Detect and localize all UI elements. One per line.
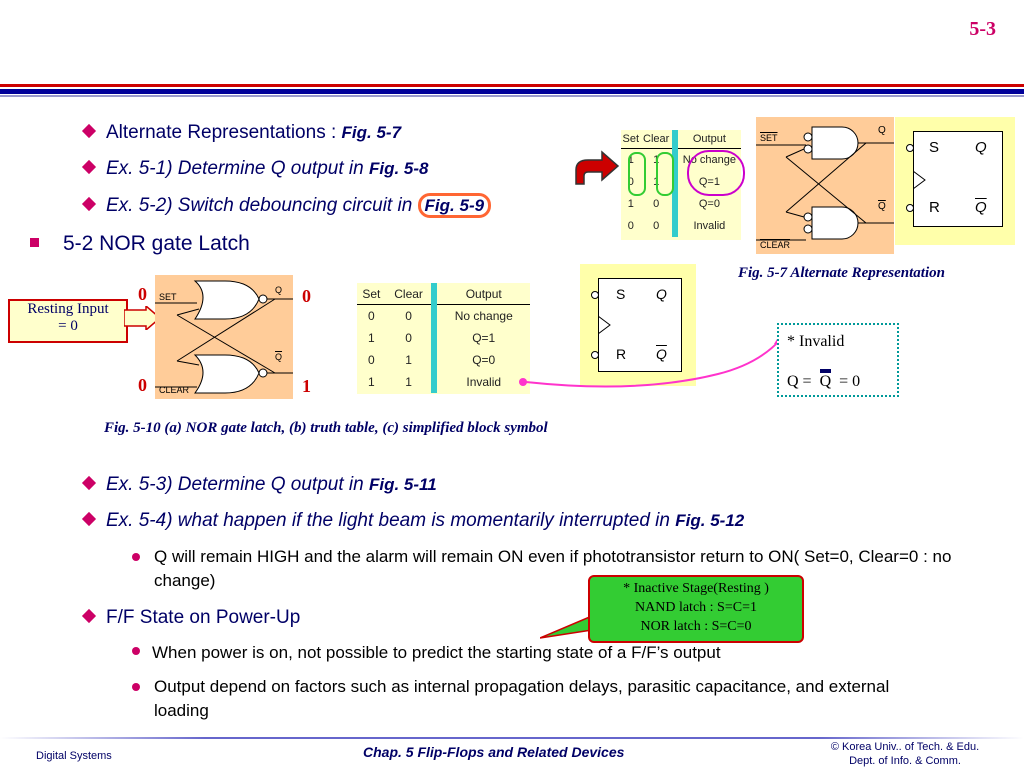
- fig-ref: Fig. 5-7: [341, 123, 402, 142]
- inversion-bubble: [906, 204, 914, 212]
- dot-bullet-icon: [132, 647, 140, 655]
- inversion-bubble: [906, 144, 914, 152]
- fig510-caption: Fig. 5-10 (a) NOR gate latch, (b) truth …: [104, 420, 548, 436]
- q-label: Q: [878, 125, 886, 136]
- output-qbar-value: 1: [302, 376, 311, 396]
- s-label: S: [929, 139, 940, 156]
- bullet-ex-5-3: Ex. 5-3) Determine Q output in Fig. 5-11: [81, 474, 437, 496]
- diamond-bullet-icon: [81, 196, 97, 212]
- dot-bullet-icon: [132, 553, 140, 561]
- footer-rule: [0, 737, 1024, 739]
- table-header: Set Clear Output: [621, 130, 741, 237]
- input-clear-value: 0: [138, 375, 147, 395]
- bullet-ex-5-4: Ex. 5-4) what happen if the light beam i…: [81, 510, 745, 532]
- r-label: R: [929, 199, 940, 216]
- output-q-value: 0: [302, 286, 311, 306]
- inversion-bubble: [591, 291, 599, 299]
- highlight-oval: [687, 150, 745, 196]
- qbar-label: Q: [656, 346, 667, 362]
- qbar-label: Q: [878, 201, 886, 212]
- bullet-alternate-representations: Alternate Representations : Fig. 5-7: [81, 122, 402, 144]
- fig57-gate-latch: SET CLEAR Q Q: [756, 117, 894, 254]
- diamond-bullet-icon: [81, 608, 97, 624]
- fig-ref: Fig. 5-12: [675, 511, 745, 530]
- highlight-oval: [656, 152, 674, 196]
- fig510-block-symbol: S R Q Q: [580, 264, 696, 386]
- bullet-power-up: F/F State on Power-Up: [81, 607, 300, 629]
- footer-center: Chap. 5 Flip-Flops and Related Devices: [363, 744, 625, 760]
- sub-bullet-output-depend: Output depend on factors such as interna…: [132, 675, 992, 723]
- fig-ref: Fig. 5-9: [417, 193, 492, 218]
- s-label: S: [616, 286, 626, 302]
- square-bullet-icon: [30, 238, 39, 247]
- gate-diagram: [155, 280, 293, 394]
- section-heading: 5-2 NOR gate Latch: [30, 232, 250, 256]
- inactive-stage-box: * Inactive Stage(Resting ) NAND latch : …: [588, 575, 804, 643]
- fig-ref: Fig. 5-11: [368, 475, 437, 494]
- ff-symbol-box: [598, 278, 682, 372]
- q-label: Q: [975, 139, 987, 156]
- dot-bullet-icon: [132, 683, 140, 691]
- set-label: SET: [760, 133, 778, 143]
- fig57-block-symbol: S R Q Q: [895, 117, 1015, 245]
- clear-label: CLEAR: [159, 385, 190, 395]
- table-header: Set Clear Output: [357, 283, 530, 393]
- diamond-bullet-icon: [81, 475, 97, 491]
- r-label: R: [616, 346, 627, 362]
- sub-bullet-q-remain-high: Q will remain HIGH and the alarm will re…: [132, 545, 992, 593]
- clock-triangle-icon: [598, 315, 611, 335]
- highlight-oval: [628, 152, 646, 196]
- callout-pointer: [540, 615, 592, 639]
- header-rule: [0, 84, 1024, 97]
- ff-symbol-box: [913, 131, 1003, 227]
- input-set-value: 0: [138, 284, 147, 304]
- set-label: SET: [159, 292, 177, 302]
- slide-number: 5-3: [969, 18, 996, 40]
- sub-bullet-power-on: When power is on, not possible to predic…: [132, 643, 721, 663]
- clock-triangle-icon: [913, 170, 926, 190]
- q-label: Q: [275, 285, 283, 295]
- curved-arrow-icon: [575, 150, 620, 185]
- diamond-bullet-icon: [81, 123, 97, 139]
- bullet-ex-5-2: Ex. 5-2) Switch debouncing circuit in Fi…: [81, 193, 492, 218]
- fig57-caption: Fig. 5-7 Alternate Representation: [738, 265, 945, 281]
- qbar-label: Q: [275, 352, 283, 362]
- qbar-label: Q: [975, 199, 987, 216]
- fig-ref: Fig. 5-8: [368, 159, 429, 178]
- resting-input-box: Resting Input = 0: [8, 299, 128, 343]
- inversion-bubble: [591, 351, 599, 359]
- pointer-arrow-icon: [124, 306, 160, 330]
- connector-arrow: [519, 334, 786, 388]
- invalid-note-box: * Invalid Q = Q = 0: [777, 323, 899, 397]
- q-label: Q: [656, 286, 667, 302]
- footer-right: © Korea Univ.. of Tech. & Edu. Dept. of …: [830, 741, 980, 767]
- fig510-gate-latch: SET CLEAR Q Q: [155, 275, 293, 399]
- diamond-bullet-icon: [81, 159, 97, 175]
- clear-label: CLEAR: [760, 240, 791, 250]
- gate-diagram: [756, 126, 894, 241]
- footer-left: Digital Systems: [36, 750, 112, 762]
- bullet-ex-5-1: Ex. 5-1) Determine Q output in Fig. 5-8: [81, 158, 429, 180]
- diamond-bullet-icon: [81, 511, 97, 527]
